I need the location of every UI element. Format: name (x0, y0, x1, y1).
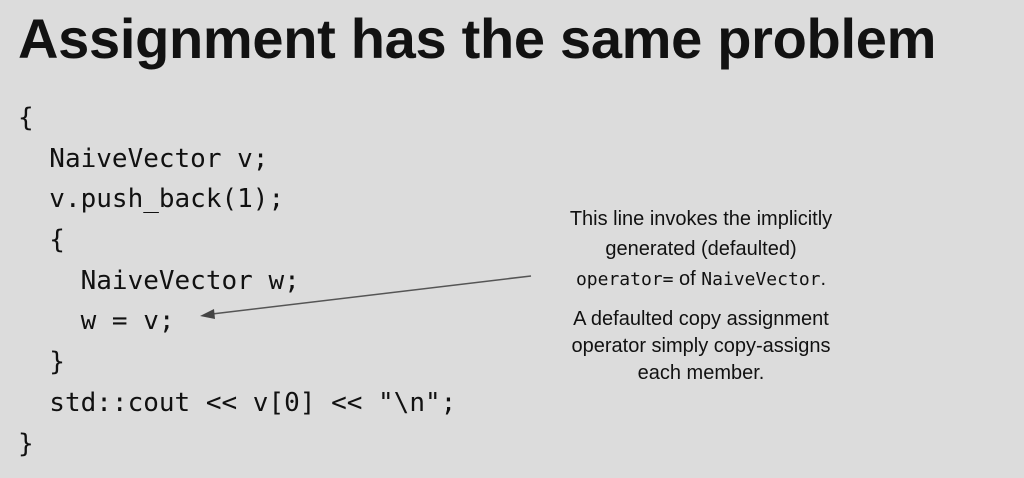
annotation-line-1: This line invokes the implicitly (569, 208, 833, 230)
annotation-line-2: generated (defaulted) (605, 238, 797, 260)
code-line: { (18, 225, 65, 256)
code-line: NaiveVector v; (18, 143, 269, 174)
arrow-head-icon (200, 309, 215, 319)
code-line: } (18, 347, 65, 378)
code-line: std::cout << v[0] << "\n"; (18, 387, 457, 418)
code-block: { NaiveVector v; v.push_back(1); { Naive… (18, 98, 456, 464)
arrow-line (211, 275, 532, 315)
annotation-line-3: operator= of NaiveVector. (520, 264, 882, 295)
slide-title: Assignment has the same problem (18, 7, 937, 70)
explanation-line-2: operator simply copy-assigns (571, 335, 831, 357)
code-line: v.push_back(1); (18, 184, 285, 215)
code-line-highlighted-assignment: w = v; (18, 306, 175, 337)
code-line: NaiveVector w; (18, 265, 300, 296)
annotation-explanation: A defaulted copy assignment operator sim… (520, 306, 882, 387)
operator-code: operator= (575, 269, 674, 290)
explanation-line-3: each member. (637, 362, 765, 384)
code-line: { (18, 103, 34, 133)
annotation-period: . (820, 268, 827, 290)
explanation-line-1: A defaulted copy assignment (573, 308, 829, 330)
class-name-code: NaiveVector (701, 269, 821, 290)
annotation-note: This line invokes the implicitly generat… (520, 204, 882, 295)
code-line: } (18, 428, 34, 459)
annotation-text: of (673, 268, 702, 290)
